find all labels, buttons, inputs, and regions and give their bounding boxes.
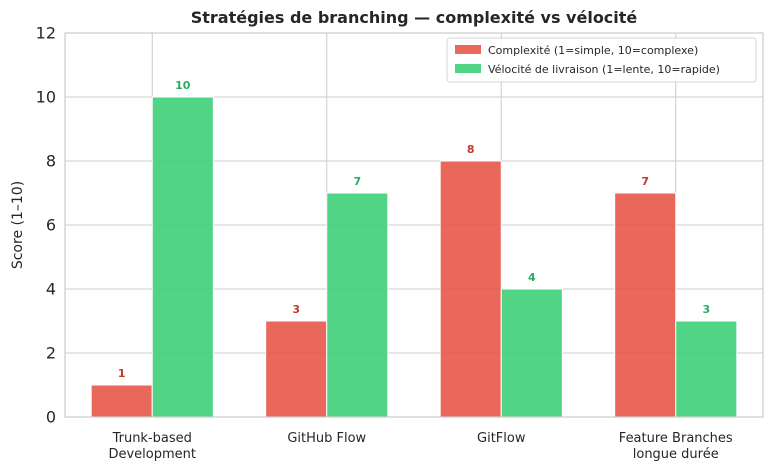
y-axis-label: Score (1–10) — [10, 181, 26, 269]
bar — [614, 192, 677, 418]
legend-box — [446, 37, 757, 83]
y-tick-label: 10 — [36, 88, 56, 107]
bar — [675, 320, 738, 418]
data-label: 3 — [292, 303, 300, 316]
data-label: 10 — [175, 79, 191, 92]
bar — [265, 320, 328, 418]
chart-title: Stratégies de branching — complexité vs … — [191, 8, 638, 27]
bar — [326, 192, 389, 418]
data-label: 7 — [353, 175, 361, 188]
data-labels: 1 3 8 7 10 7 4 3 — [118, 79, 710, 380]
y-tick-label: 4 — [46, 280, 56, 299]
data-label: 1 — [118, 367, 126, 380]
y-tick-label: 12 — [36, 24, 56, 43]
legend: Complexité (1=simple, 10=complexe) Véloci… — [446, 37, 757, 83]
legend-swatch — [455, 64, 481, 73]
y-tick-label: 8 — [46, 152, 56, 171]
bar — [500, 288, 563, 418]
data-label: 4 — [528, 271, 536, 284]
x-tick-label: GitHub Flow — [287, 431, 366, 446]
data-label: 7 — [641, 175, 649, 188]
bar — [90, 384, 153, 418]
bar — [439, 160, 502, 418]
y-tick-label: 0 — [46, 408, 56, 427]
legend-label: Complexité (1=simple, 10=complexe) — [488, 44, 698, 57]
data-label: 8 — [467, 143, 475, 156]
y-tick-label: 6 — [46, 216, 56, 235]
plot-frame — [64, 32, 764, 418]
legend-label: Vélocité de livraison (1=lente, 10=rapid… — [488, 63, 720, 76]
legend-swatch — [455, 45, 481, 54]
data-label: 3 — [702, 303, 710, 316]
bar — [151, 96, 214, 418]
y-ticks: 0 2 4 6 8 10 12 — [36, 24, 56, 427]
x-tick-label: GitFlow — [477, 431, 526, 446]
y-tick-label: 2 — [46, 344, 56, 363]
bars — [90, 96, 738, 418]
